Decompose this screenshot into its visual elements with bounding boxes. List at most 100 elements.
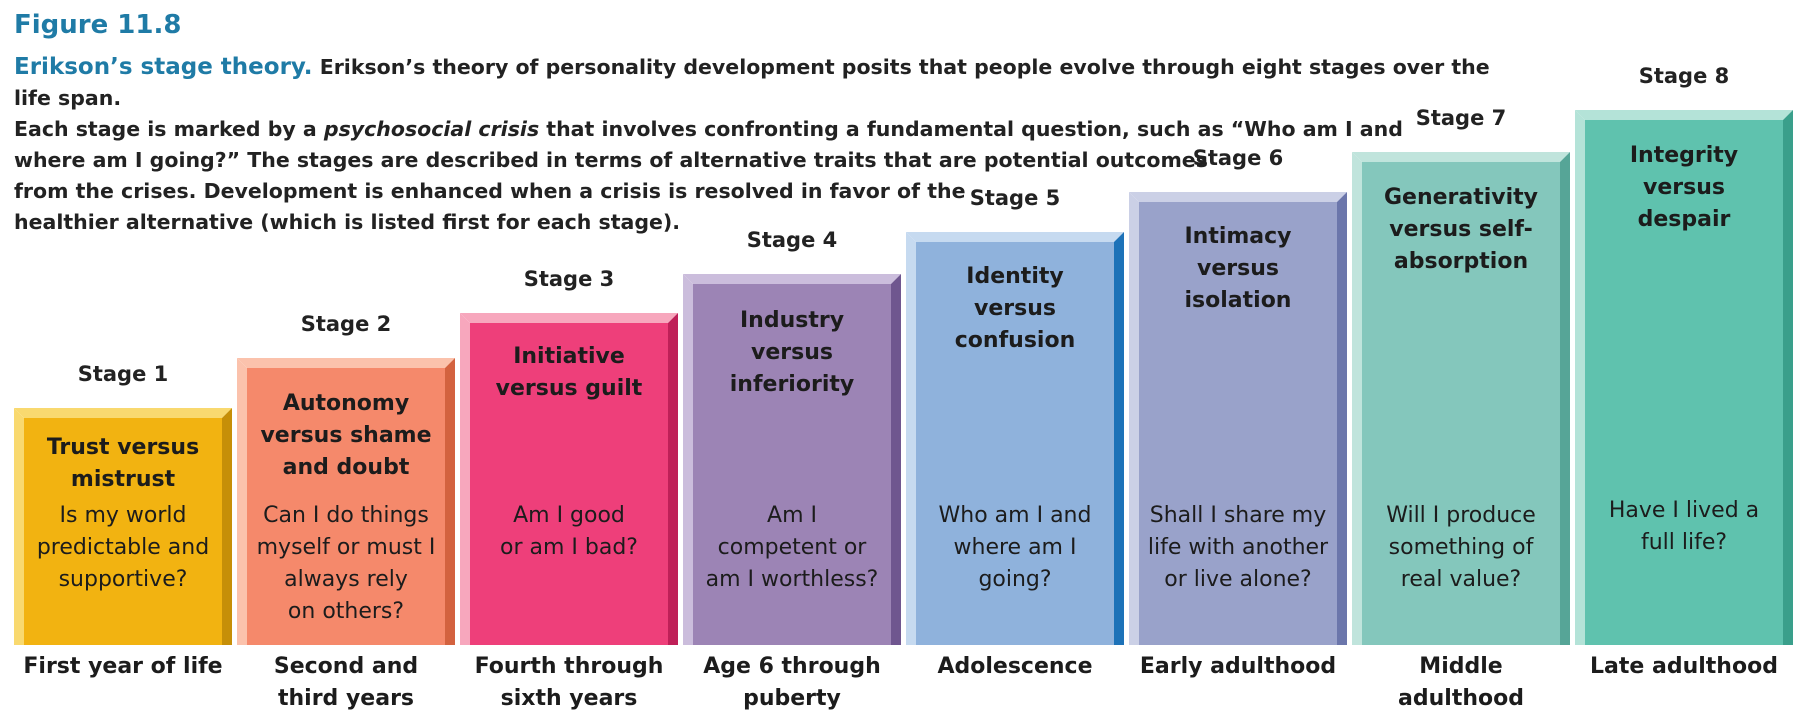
stage-8-step-side [1783, 110, 1793, 645]
stage-1-step-top [14, 408, 232, 418]
stage-4-step-top [683, 274, 901, 284]
stage-5-question-line: going? [978, 567, 1052, 592]
stage-6-step-side [1337, 192, 1347, 645]
stage-6-age-line: Early adulthood [1139, 654, 1337, 679]
stage-6-crisis: Intimacy versus isolation [1134, 221, 1342, 317]
stage-1-step-left [14, 408, 24, 645]
stage-2-crisis-line: Autonomy [282, 391, 410, 416]
stage-5-label: Stage 5 [969, 186, 1061, 210]
stage-7-step-top [1352, 152, 1570, 162]
stage-7-question-line: Will I produce [1386, 503, 1536, 528]
caption-line-2b: that involves confronting a fundamental … [539, 117, 1403, 141]
stage-6-step-face [1139, 202, 1337, 645]
stage-6-question-line: life with another [1147, 535, 1329, 560]
stage-3-age: Fourth through sixth years [459, 651, 679, 715]
stage-3-age-line: sixth years [500, 686, 638, 711]
stage-7-crisis-line: Generativity [1383, 185, 1539, 210]
stage-4-age-line: puberty [743, 686, 841, 711]
stage-5-age: Adolescence [905, 651, 1125, 683]
stage-7-step-left [1352, 152, 1362, 645]
caption-line-4: from the crises. Development is enhanced… [14, 179, 966, 203]
stage-3-question-line: or am I bad? [500, 535, 638, 560]
caption-line-1: Erikson’s theory of personality developm… [14, 55, 1490, 110]
stage-6-crisis-line: Intimacy [1184, 224, 1292, 249]
stage-6-age: Early adulthood [1128, 651, 1348, 683]
stage-3-label: Stage 3 [523, 267, 615, 291]
stage-4-age-line: Age 6 through [703, 654, 881, 679]
stage-3-step-side [668, 313, 678, 645]
stage-6-question-line: Shall I share my [1149, 503, 1327, 528]
stage-3-question-line: Am I good [513, 503, 625, 528]
stage-6-crisis-line: isolation [1184, 288, 1292, 313]
stage-7-crisis-line: versus self- [1389, 217, 1533, 242]
stage-5-crisis-line: versus [974, 296, 1056, 321]
stage-4-age: Age 6 through puberty [682, 651, 902, 715]
stage-1-question-line: Is my world [59, 503, 187, 528]
stage-1-crisis-line: mistrust [70, 467, 176, 492]
stage-6-crisis-line: versus [1197, 256, 1279, 281]
stage-3-crisis-line: versus guilt [495, 376, 643, 401]
stage-6-question-line: or live alone? [1164, 567, 1312, 592]
stage-5-question-line: where am I [953, 535, 1077, 560]
stage-2-question-line: always rely [284, 567, 408, 592]
stage-3-step-top [460, 313, 678, 323]
stage-8-crisis-line: Integrity [1629, 143, 1739, 168]
stage-3-age-line: Fourth through [474, 654, 664, 679]
caption-line-2a: Each stage is marked by a [14, 117, 324, 141]
caption-line-3: where am I going?” The stages are descri… [14, 148, 1208, 172]
stage-2-crisis-line: versus shame [260, 423, 432, 448]
stage-3-step-left [460, 313, 470, 645]
stage-3-step-face [470, 323, 668, 645]
stage-6-step-top [1129, 192, 1347, 202]
stage-5-crisis-line: Identity [966, 264, 1064, 289]
stage-4-crisis-line: inferiority [729, 372, 855, 397]
stage-2-question-line: Can I do things [263, 503, 429, 528]
stage-4-step-face [693, 284, 891, 645]
stage-4-question-line: competent or [717, 535, 867, 560]
stage-5-step-top [906, 232, 1124, 242]
stage-4-step-side [891, 274, 901, 645]
stage-2-crisis-line: and doubt [282, 455, 410, 480]
stage-5-step-left [906, 232, 916, 645]
stage-8-age: Late adulthood [1574, 651, 1794, 683]
stage-3-question: Am I good or am I bad? [465, 500, 673, 564]
stage-5-step-side [1114, 232, 1124, 645]
stage-1-age: First year of life [13, 651, 233, 683]
stage-7-question-line: real value? [1400, 567, 1522, 592]
stage-8-question-line: Have I lived a [1608, 498, 1760, 523]
caption-line-5: healthier alternative (which is listed f… [14, 210, 681, 234]
stage-8-step-top [1575, 110, 1793, 120]
stage-6-step-left [1129, 192, 1139, 645]
stage-7-crisis-line: absorption [1393, 249, 1529, 274]
stage-8-step-left [1575, 110, 1585, 645]
caption-lead: Erikson’s stage theory. [14, 54, 313, 80]
stage-5-step-face [916, 242, 1114, 645]
stage-1-question-line: predictable and [36, 535, 210, 560]
figure-number: Figure 11.8 [14, 10, 182, 40]
stage-2-crisis: Autonomy versus shame and doubt [242, 388, 450, 484]
stage-8-crisis-line: despair [1637, 207, 1731, 232]
figure-caption: Erikson’s stage theory. Erikson’s theory… [14, 52, 1514, 238]
stage-8-age-line: Late adulthood [1590, 654, 1778, 679]
stage-7-step-face [1362, 162, 1560, 645]
stage-1-age-line: First year of life [23, 654, 223, 679]
stage-2-step-left [237, 358, 247, 645]
stage-2-step-top [237, 358, 455, 368]
stage-4-crisis-line: Industry [739, 308, 845, 333]
stage-7-age-line: Middle [1419, 654, 1503, 679]
stage-4-step-left [683, 274, 693, 645]
